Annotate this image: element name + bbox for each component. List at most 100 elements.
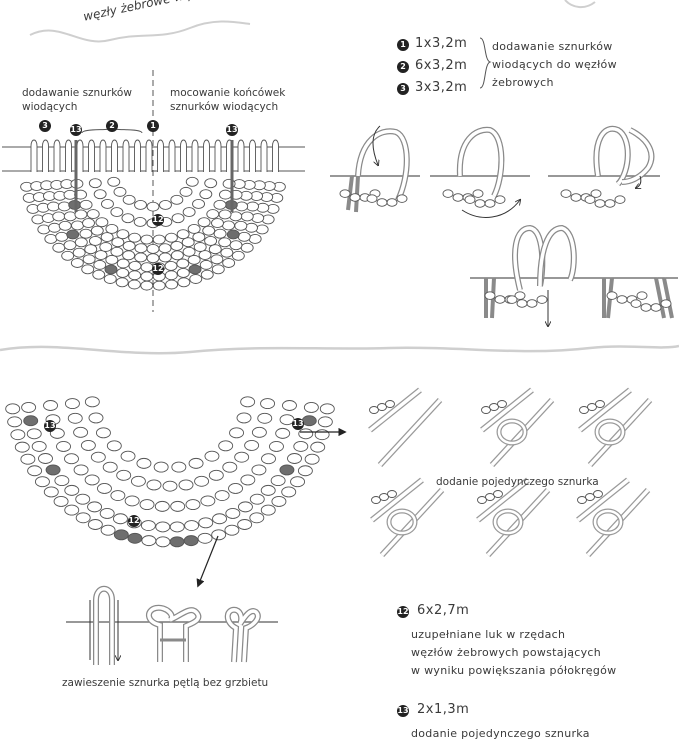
bead (514, 291, 526, 300)
note-num-13: 13 (397, 705, 409, 717)
bead (481, 406, 491, 414)
bead (650, 303, 662, 312)
bead (614, 195, 626, 204)
bead (251, 426, 267, 438)
mounted-loop (214, 139, 222, 172)
bead (385, 400, 395, 408)
bead (164, 270, 178, 281)
bead (494, 295, 506, 304)
mounted-loop (203, 139, 210, 172)
note-num-12: 12 (397, 606, 409, 618)
spec-value-2: 6x3,2m (415, 58, 468, 73)
bead (121, 213, 135, 224)
bead (99, 242, 113, 252)
bead (369, 406, 379, 414)
bead (49, 427, 65, 439)
bead (304, 453, 320, 465)
bead (208, 469, 224, 481)
bead (636, 291, 648, 300)
caption-single-cord: dodanie pojedynczego sznurka (436, 476, 599, 488)
bead (377, 403, 387, 411)
bead (297, 465, 313, 477)
bead (199, 189, 213, 200)
bead (387, 490, 397, 498)
bead (152, 234, 166, 245)
bead (73, 464, 89, 476)
bead (55, 231, 69, 242)
bead (116, 267, 130, 278)
bead (270, 475, 286, 487)
bead (260, 484, 276, 496)
bead (64, 398, 80, 410)
mounted-loop (180, 139, 187, 172)
bead (102, 461, 118, 473)
bead (630, 299, 642, 308)
bead (44, 233, 58, 244)
bead (92, 269, 106, 280)
bead (63, 240, 77, 251)
dark-bead (104, 264, 118, 275)
bead (140, 271, 154, 282)
bead (176, 258, 190, 269)
dark-bead (183, 535, 199, 547)
bead (140, 234, 154, 245)
bead (310, 441, 326, 453)
bead (396, 194, 408, 203)
bead (187, 254, 201, 265)
mounted-loop (237, 139, 245, 172)
bead (37, 224, 51, 235)
bead (134, 243, 148, 254)
bead (260, 398, 276, 410)
marker-3: 3 (39, 120, 51, 132)
mounted-loop (249, 139, 256, 172)
bead (20, 453, 36, 465)
cord-core (490, 398, 554, 467)
bead (210, 254, 224, 265)
bead (95, 217, 109, 228)
bead (211, 218, 224, 229)
bead (170, 194, 184, 205)
bead (84, 474, 100, 486)
bead (84, 244, 98, 255)
dark-bead (23, 415, 39, 427)
bead (214, 490, 230, 501)
bead (38, 453, 53, 464)
marker-1: 1 (147, 120, 159, 132)
bead (53, 495, 69, 507)
bead (257, 412, 273, 424)
bead (58, 220, 72, 231)
bead (213, 199, 227, 210)
bead (376, 198, 388, 207)
bead (31, 440, 47, 452)
bead (116, 258, 130, 269)
bead (228, 483, 243, 494)
bead (184, 520, 200, 531)
bead (74, 237, 88, 248)
bead (43, 486, 59, 498)
mounted-loop (272, 139, 279, 172)
bead (88, 412, 104, 424)
bead (261, 453, 276, 465)
bead (660, 299, 672, 308)
bead (185, 499, 201, 510)
bead (240, 211, 254, 222)
bead (101, 198, 114, 209)
bead (146, 244, 160, 254)
bead (153, 461, 169, 473)
bead (570, 193, 582, 202)
bead (7, 416, 23, 428)
bead (189, 274, 203, 284)
mounted-loop (65, 139, 72, 172)
bead (218, 209, 232, 220)
dark-bead (45, 464, 61, 476)
bead (87, 519, 103, 530)
marker-13-bl-right: 13 (292, 418, 304, 430)
bead (536, 295, 548, 304)
bead (229, 427, 245, 439)
bead (110, 207, 124, 218)
bead (240, 242, 254, 253)
cord-core (578, 388, 632, 432)
bead (170, 500, 186, 512)
bead (182, 246, 196, 257)
bead (26, 428, 42, 440)
